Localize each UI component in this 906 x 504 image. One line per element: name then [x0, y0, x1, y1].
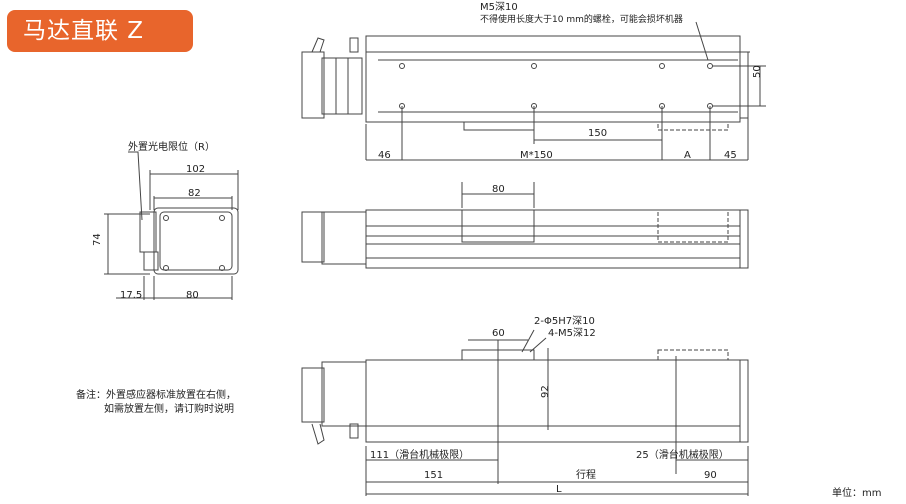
- dim-151: 151: [424, 470, 444, 481]
- dim-stroke: 行程: [576, 470, 596, 481]
- middle-view: [301, 182, 749, 269]
- dim-90: 90: [704, 470, 717, 481]
- motor-top: [301, 51, 325, 119]
- callout-m5: M5深10: [480, 2, 518, 13]
- dim-46: 46: [378, 150, 391, 161]
- dim-60: 60: [492, 328, 505, 339]
- top-view: [301, 21, 766, 161]
- dim-80-mid: 80: [492, 184, 505, 195]
- callout-pin-hole: 2-Φ5H7深10: [534, 316, 595, 327]
- side-end-plate: [153, 207, 239, 275]
- slider-block: [461, 209, 535, 243]
- dim-102: 102: [186, 164, 206, 175]
- bottom-view: [301, 329, 749, 496]
- dim-45: 45: [724, 150, 737, 161]
- dim-m150: M*150: [520, 150, 553, 161]
- unit-label: 单位：mm: [832, 488, 882, 499]
- model-title-badge: 马达直联 Z: [7, 10, 193, 52]
- dim-92: 92: [540, 385, 551, 398]
- dim-50: 50: [752, 65, 763, 78]
- dim-a: A: [684, 150, 691, 161]
- dim-l: L: [556, 484, 562, 495]
- callout-bolt-warning: 不得使用长度大于10 mm的螺栓，可能会损坏机器: [480, 15, 683, 25]
- rail-top: [365, 35, 741, 123]
- dim-111: 111（滑台机械极限）: [370, 450, 470, 461]
- note-line-1: 备注：外置感应器标准放置在右侧，: [76, 390, 236, 401]
- rail-middle: [365, 209, 741, 269]
- side-view: [104, 151, 239, 300]
- rail-bottom: [365, 359, 741, 427]
- note-line-2: 如需放置左侧，请订购时说明: [104, 404, 234, 415]
- callout-sensor: 外置光电限位（R）: [128, 142, 215, 153]
- callout-m5-12: 4-M5深12: [548, 328, 596, 339]
- dim-150: 150: [588, 128, 608, 139]
- dim-17-5: 17.5: [120, 290, 143, 301]
- connector-top: [311, 37, 325, 53]
- dim-25: 25（滑台机械极限）: [636, 450, 729, 461]
- dim-82: 82: [188, 188, 201, 199]
- dim-80-side: 80: [186, 290, 199, 301]
- dim-74: 74: [92, 233, 103, 246]
- motor-body-top: [321, 57, 363, 115]
- note: 备注：外置感应器标准放置在右侧， 如需放置左侧，请订购时说明: [76, 389, 236, 417]
